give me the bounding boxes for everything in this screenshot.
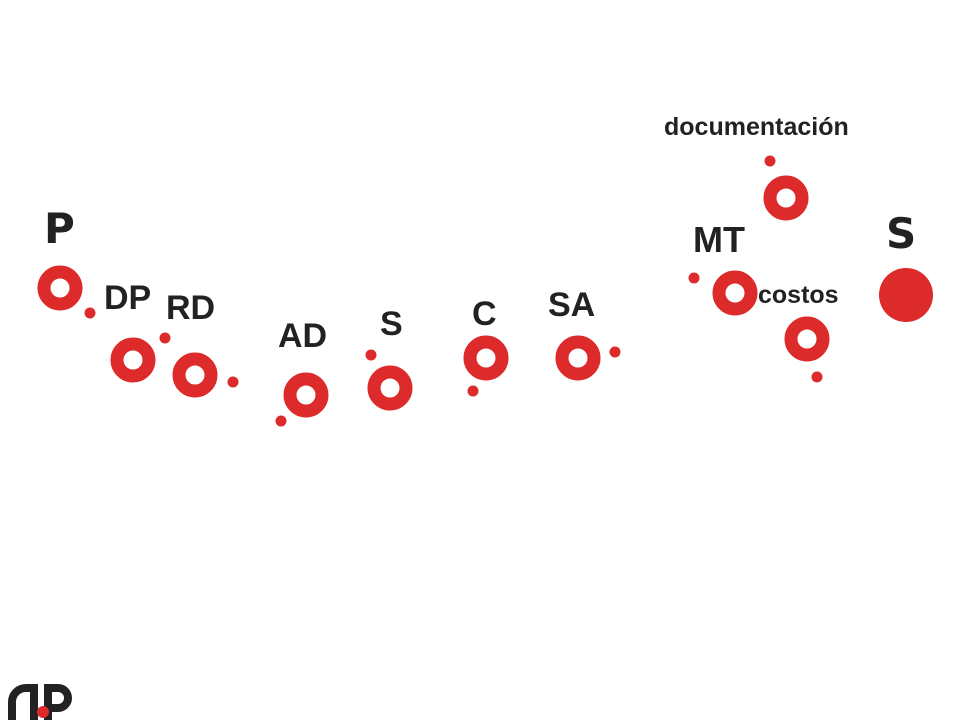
node-label-c: C <box>472 295 497 333</box>
node-ad-dot <box>275 415 287 427</box>
node-mt-ring <box>712 270 758 316</box>
node-mt <box>688 270 758 316</box>
node-c-dot <box>467 385 479 397</box>
node-costos-dot <box>811 371 823 383</box>
node-label-p: P <box>44 204 75 253</box>
node-s1 <box>365 349 413 411</box>
node-documentacion-ring <box>763 175 809 221</box>
node-dp-dot <box>159 332 171 344</box>
node-label-rd: RD <box>166 289 216 327</box>
node-mt-dot <box>688 272 700 284</box>
node-rd-dot <box>227 376 239 388</box>
node-s1-dot <box>365 349 377 361</box>
node-ad <box>275 372 329 427</box>
node-sa <box>555 335 621 381</box>
node-label-sa: SA <box>548 286 596 324</box>
node-documentacion-dot <box>764 155 776 167</box>
node-label-ad: AD <box>278 317 328 355</box>
node-p <box>37 265 96 319</box>
node-costos-ring <box>784 316 830 362</box>
node-c-ring <box>463 335 509 381</box>
node-ad-ring <box>283 372 329 418</box>
node-p-ring <box>37 265 83 311</box>
node-dp-ring <box>110 337 156 383</box>
node-sa-dot <box>609 346 621 358</box>
node-s2-disc <box>879 268 933 322</box>
node-label-s2: S <box>886 209 917 258</box>
node-label-s1: S <box>380 305 403 343</box>
node-label-mt: MT <box>693 219 745 260</box>
node-label-dp: DP <box>104 279 152 317</box>
node-label-costos: costos <box>758 281 839 309</box>
node-p-dot <box>84 307 96 319</box>
node-dp <box>110 332 171 383</box>
dp-logo-icon <box>8 684 72 720</box>
node-s1-ring <box>367 365 413 411</box>
node-documentacion <box>763 155 809 221</box>
node-s2 <box>879 268 933 322</box>
node-c <box>463 335 509 397</box>
node-sa-ring <box>555 335 601 381</box>
node-label-documentacion: documentación <box>664 113 849 141</box>
node-rd-ring <box>172 352 218 398</box>
node-costos <box>784 316 830 383</box>
node-rd <box>172 352 239 398</box>
